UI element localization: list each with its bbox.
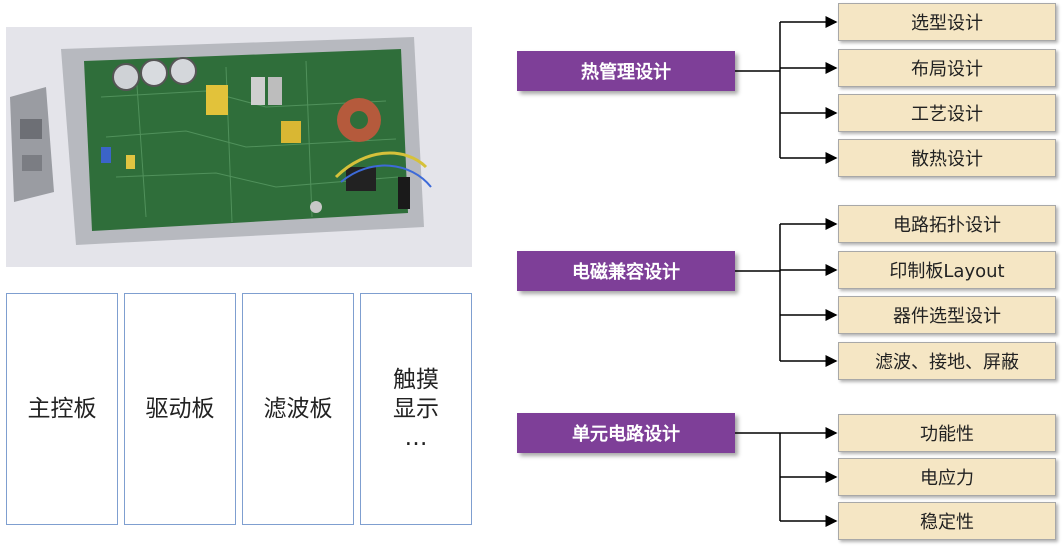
pcb-photo <box>6 27 472 267</box>
item-heat-dissipation-design: 散热设计 <box>838 139 1056 177</box>
item-electrical-stress: 电应力 <box>838 458 1056 496</box>
item-functionality: 功能性 <box>838 414 1056 452</box>
board-label: 滤波板 <box>263 395 333 422</box>
item-process-design: 工艺设计 <box>838 94 1056 132</box>
item-filter-ground-shield: 滤波、接地、屏蔽 <box>838 342 1056 380</box>
board-label: 驱动板 <box>145 395 215 422</box>
board-label-line: 触摸 <box>393 366 439 393</box>
board-label-line: … <box>404 424 428 451</box>
board-label: 主控板 <box>27 395 97 422</box>
item-stability: 稳定性 <box>838 502 1056 540</box>
board-touch-display: 触摸 显示 … <box>360 293 472 525</box>
category-thermal-design: 热管理设计 <box>517 51 735 91</box>
item-layout-design: 布局设计 <box>838 49 1056 87</box>
item-pcb-layout: 印制板Layout <box>838 251 1056 289</box>
board-main-control: 主控板 <box>6 293 118 525</box>
item-component-selection-design: 器件选型设计 <box>838 296 1056 334</box>
board-filter: 滤波板 <box>242 293 354 525</box>
board-label-line: 显示 <box>393 395 439 422</box>
board-driver: 驱动板 <box>124 293 236 525</box>
item-selection-design: 选型设计 <box>838 3 1056 41</box>
category-unit-circuit-design: 单元电路设计 <box>517 413 735 453</box>
category-emc-design: 电磁兼容设计 <box>517 251 735 291</box>
item-circuit-topology-design: 电路拓扑设计 <box>838 205 1056 243</box>
